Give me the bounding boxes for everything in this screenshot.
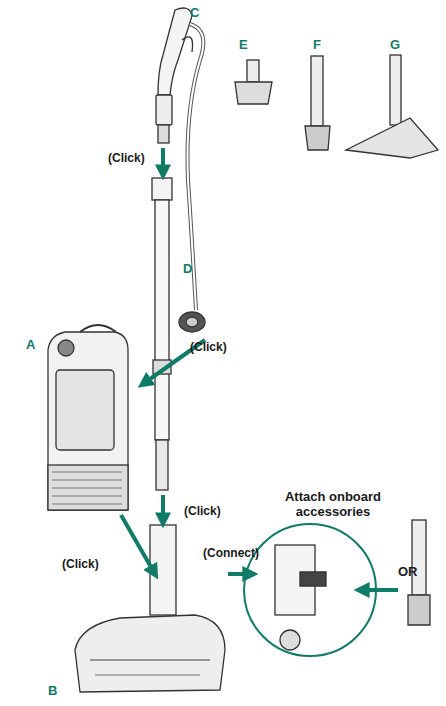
part-letter: B: [48, 684, 57, 699]
drawing-stroke: [235, 82, 272, 104]
click-note: (Click): [108, 152, 145, 166]
drawing-stroke: [156, 440, 168, 490]
drawing-stroke: [152, 178, 172, 200]
part-letter: E: [239, 38, 248, 53]
drawing-stroke: [247, 60, 259, 82]
drawing-stroke: [182, 37, 193, 52]
click-note: (Click): [62, 558, 99, 572]
drawing-stroke: [305, 126, 330, 150]
drawing-stroke: [179, 312, 205, 332]
floor-nozzle-part: [75, 525, 225, 692]
drawing-stroke: [121, 515, 155, 574]
drawing-stroke: [360, 588, 398, 592]
part-letter: G: [390, 38, 400, 53]
drawing-stroke: [346, 118, 438, 158]
drawing-stroke: [161, 495, 165, 522]
accessory-callout: [244, 520, 430, 656]
drawing-stroke: [186, 317, 198, 327]
click-note: (Click): [190, 341, 227, 355]
drawing-stroke: [161, 148, 165, 174]
pod-part: [48, 325, 128, 510]
part-letter: C: [190, 6, 199, 21]
drawing-stroke: [408, 595, 430, 625]
drawing-stroke: [158, 8, 192, 95]
accessory-tools: [235, 55, 438, 158]
drawing-stroke: [80, 325, 116, 332]
drawing-stroke: [56, 370, 114, 450]
callout-heading: Attach onboard accessories: [258, 490, 408, 520]
drawing-stroke: [390, 55, 401, 125]
part-letter: F: [313, 38, 321, 53]
drawing-stroke: [48, 465, 128, 510]
drawing-stroke: [48, 332, 128, 510]
click-note: (Click): [184, 505, 221, 519]
or-note: OR: [398, 565, 418, 580]
assembly-arrows: [121, 148, 398, 590]
drawing-stroke: [58, 340, 74, 356]
drawing-stroke: [244, 524, 376, 656]
drawing-stroke: [311, 56, 323, 126]
drawing-stroke: [75, 615, 225, 692]
drawing-stroke: [156, 95, 172, 125]
part-letter: A: [26, 338, 35, 353]
wand-part: [152, 178, 172, 490]
drawing-stroke: [300, 572, 326, 586]
drawing-stroke: [90, 659, 210, 660]
drawing-stroke: [52, 472, 122, 504]
drawing-stroke: [228, 572, 252, 576]
drawing-stroke: [95, 674, 200, 675]
drawing-stroke: [412, 520, 426, 595]
part-letter: D: [183, 262, 192, 277]
hose-connector: [179, 312, 205, 332]
connect-note: (Connect): [203, 547, 259, 561]
drawing-stroke: [155, 200, 169, 440]
drawing-stroke: [158, 125, 169, 143]
drawing-stroke: [280, 630, 300, 650]
